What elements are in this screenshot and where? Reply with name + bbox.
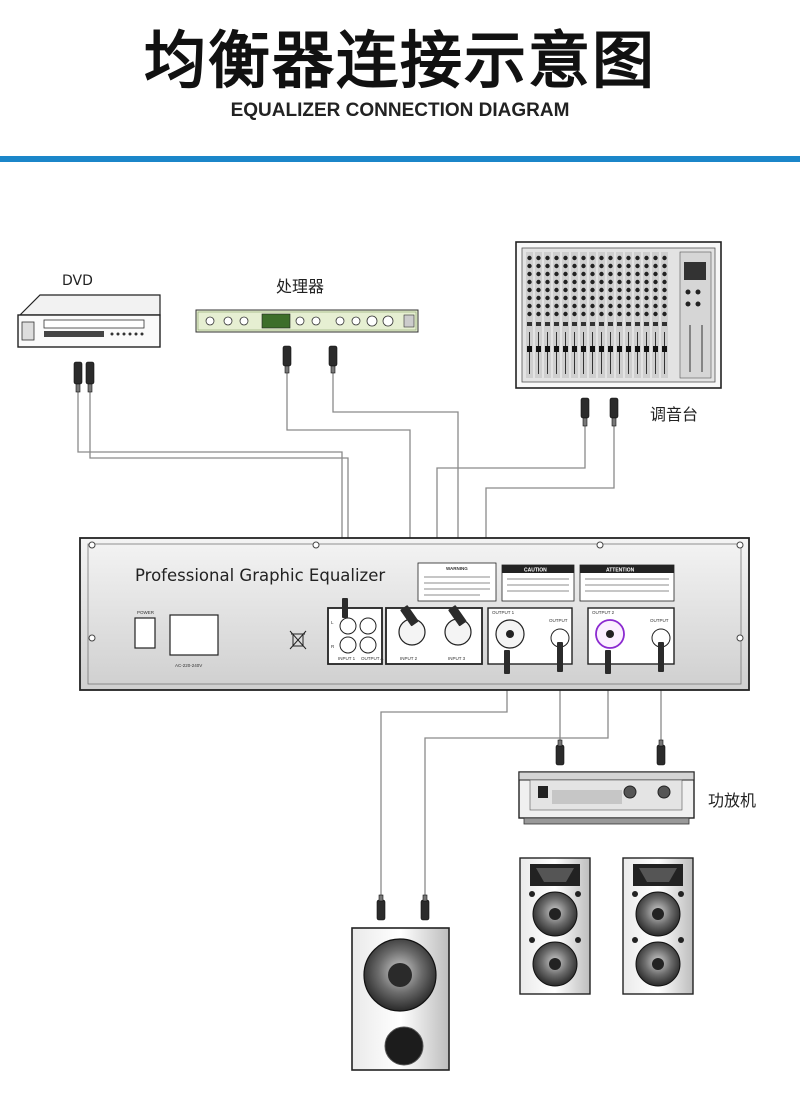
rca-plug-icon bbox=[656, 739, 666, 766]
rca-plug-icon bbox=[609, 397, 619, 427]
svg-text:OUTPUT: OUTPUT bbox=[549, 618, 568, 623]
pa-speaker-1 bbox=[519, 857, 591, 995]
caution-label: CAUTION bbox=[501, 564, 575, 602]
rca-plug-icon bbox=[555, 739, 565, 766]
dvd-player: DVD bbox=[17, 273, 161, 348]
svg-text:OUTPUT 2: OUTPUT 2 bbox=[592, 610, 615, 615]
title-divider bbox=[0, 156, 800, 162]
pa-speaker-2 bbox=[622, 857, 694, 995]
cable-processor-return bbox=[332, 372, 459, 606]
mixing-console: 调音台 bbox=[515, 241, 722, 424]
warning-label: WARNING bbox=[417, 562, 497, 602]
svg-text:INPUT 1: INPUT 1 bbox=[338, 656, 356, 661]
svg-text:CAUTION: CAUTION bbox=[524, 568, 547, 574]
page-subtitle: EQUALIZER CONNECTION DIAGRAM bbox=[230, 100, 570, 121]
svg-text:OUTPUT: OUTPUT bbox=[650, 618, 669, 623]
attention-label: ATTENTION bbox=[579, 564, 675, 602]
rca-plug-icon bbox=[73, 361, 83, 393]
svg-text:OUTPUT A: OUTPUT A bbox=[361, 656, 383, 661]
power-switch: POWER bbox=[134, 610, 156, 649]
weee-bin-icon bbox=[289, 630, 307, 650]
svg-text:WARNING: WARNING bbox=[446, 566, 468, 571]
dvd-label: DVD bbox=[62, 273, 93, 289]
subwoofer-speaker bbox=[351, 927, 450, 1071]
rca-plug-icon bbox=[85, 361, 95, 393]
cable-dvd-left bbox=[77, 392, 343, 604]
cable-out-speaker-1 bbox=[380, 678, 508, 900]
rca-plug-icon bbox=[580, 397, 590, 427]
svg-text:L: L bbox=[331, 620, 334, 625]
cable-mixer-left bbox=[436, 425, 586, 606]
rca-plug-icon bbox=[376, 894, 386, 921]
input1-output-panel: L R INPUT 1 OUTPUT A bbox=[327, 607, 383, 665]
panel-plugs bbox=[342, 598, 664, 674]
equalizer-model-name: Professional Graphic Equalizer bbox=[135, 566, 385, 585]
svg-text:POWER: POWER bbox=[137, 610, 155, 615]
cable-lines bbox=[77, 372, 662, 900]
svg-text:INPUT 2: INPUT 2 bbox=[400, 656, 418, 661]
rca-plugs bbox=[73, 345, 666, 921]
rca-plug-icon bbox=[328, 345, 338, 374]
input2-input3-panel: INPUT 2 INPUT 3 bbox=[385, 607, 483, 665]
power-socket: AC-220-240V bbox=[169, 614, 219, 668]
svg-text:INPUT 3: INPUT 3 bbox=[448, 656, 466, 661]
mixer-channel-strips bbox=[526, 251, 669, 379]
power-amplifier: 功放机 bbox=[518, 771, 756, 825]
cable-out-speaker-2 bbox=[424, 678, 609, 900]
svg-text:ATTENTION: ATTENTION bbox=[606, 568, 635, 574]
cable-processor-send bbox=[286, 372, 411, 606]
rca-plug-icon bbox=[282, 345, 292, 374]
svg-text:OUTPUT 1: OUTPUT 1 bbox=[492, 610, 515, 615]
cable-dvd-right bbox=[89, 392, 349, 604]
processor-label: 处理器 bbox=[276, 277, 324, 296]
graphic-equalizer-rear-panel: Professional Graphic Equalizer POWER AC-… bbox=[79, 537, 750, 691]
page-title: 均衡器连接示意图 bbox=[143, 24, 656, 97]
svg-text:AC-220-240V: AC-220-240V bbox=[175, 663, 202, 668]
audio-processor: 处理器 bbox=[195, 277, 419, 333]
rca-plug-icon bbox=[420, 894, 430, 921]
amplifier-label: 功放机 bbox=[708, 791, 756, 810]
mixer-label: 调音台 bbox=[650, 405, 698, 424]
svg-text:R: R bbox=[331, 644, 335, 649]
